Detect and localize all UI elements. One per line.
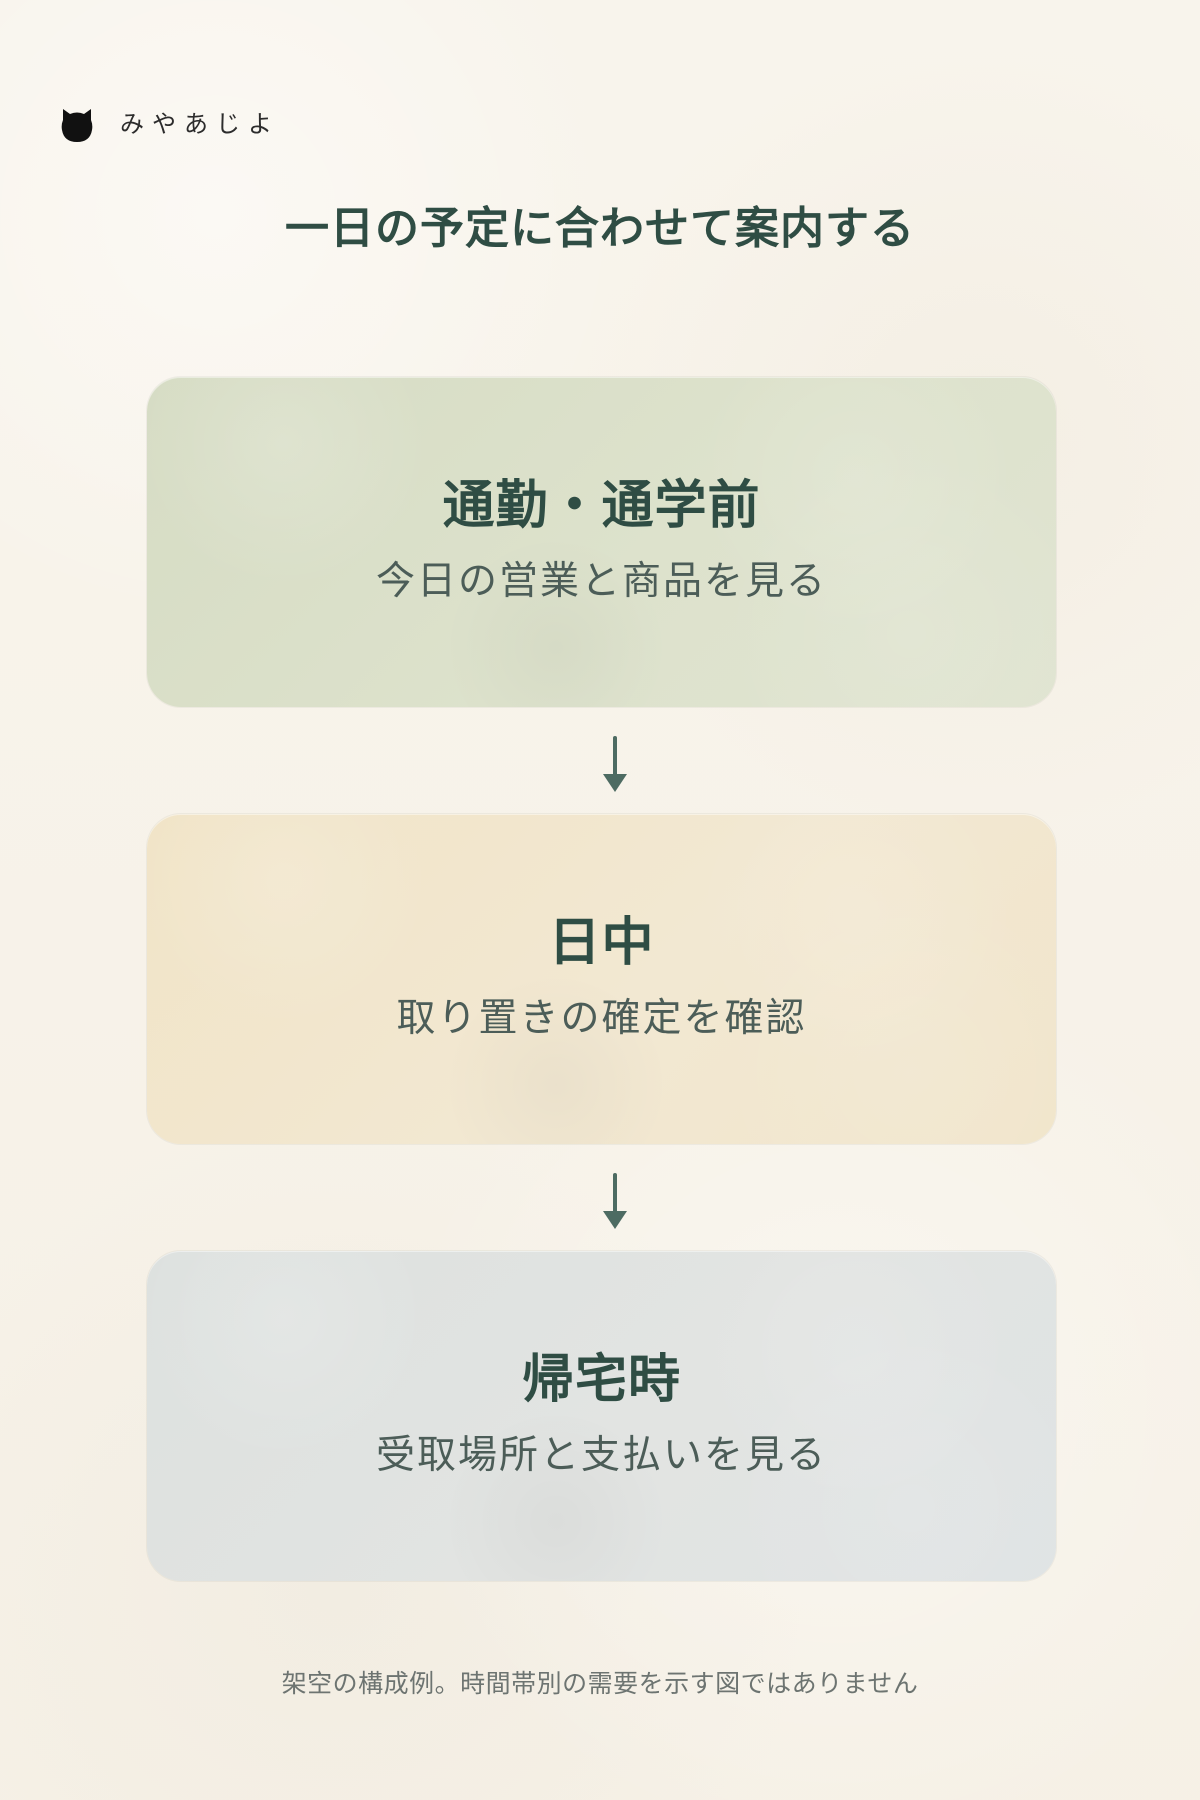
- step-title-daytime: 日中: [548, 913, 655, 973]
- arrow-down-icon: [603, 1173, 627, 1229]
- step-title-morning: 通勤・通学前: [442, 476, 761, 536]
- step-description-evening: 受取場所と支払いを見る: [375, 1433, 827, 1479]
- footnote: 架空の構成例。時間帯別の需要を示す図ではありません: [281, 1669, 919, 1698]
- step-card-daytime: 日中 取り置きの確定を確認: [147, 814, 1056, 1144]
- step-card-content: 帰宅時 受取場所と支払いを見る: [147, 1251, 1056, 1581]
- brand-name: みやあじよ: [120, 110, 280, 138]
- step-description-morning: 今日の営業と商品を見る: [375, 559, 827, 605]
- step-description-daytime: 取り置きの確定を確認: [396, 996, 807, 1042]
- page-title: 一日の予定に合わせて案内する: [285, 203, 915, 254]
- step-card-content: 通勤・通学前 今日の営業と商品を見る: [147, 377, 1056, 707]
- arrow-down-icon: [603, 736, 627, 792]
- brand-header: みやあじよ: [58, 104, 280, 144]
- cat-icon: [61, 109, 93, 142]
- flow-arrow-2: [591, 1173, 639, 1235]
- step-card-evening: 帰宅時 受取場所と支払いを見る: [147, 1251, 1056, 1581]
- flow-arrow-1: [591, 736, 639, 798]
- step-card-morning: 通勤・通学前 今日の営業と商品を見る: [147, 377, 1056, 707]
- step-card-content: 日中 取り置きの確定を確認: [147, 814, 1056, 1144]
- step-title-evening: 帰宅時: [521, 1350, 681, 1410]
